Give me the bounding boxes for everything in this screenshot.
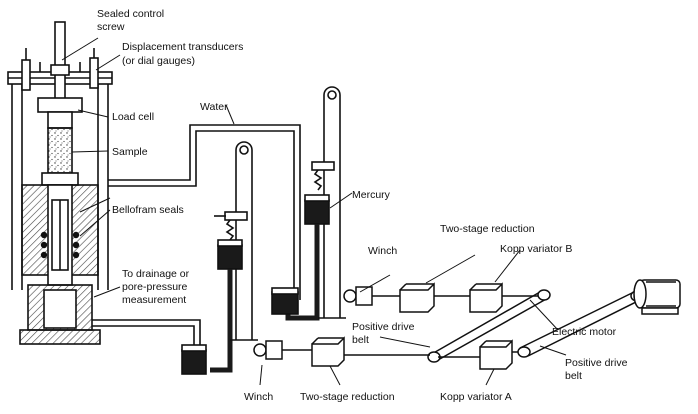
label-load-cell: Load cell: [112, 111, 154, 123]
label-displacement-transducers-line1: Displacement transducers: [122, 41, 243, 53]
label-two-stage-reduction-upper: Two-stage reduction: [440, 223, 535, 235]
label-displacement-transducers-line2: (or dial gauges): [122, 55, 195, 67]
label-electric-motor: Electric motor: [552, 326, 617, 338]
label-sealed-control-screw-line2: screw: [97, 21, 125, 33]
label-two-stage-reduction-lower: Two-stage reduction: [300, 391, 395, 403]
upper-drive-train: [343, 282, 551, 363]
lower-drive-train: [253, 279, 681, 370]
left-mercury-column: [181, 141, 258, 375]
leader-lines: [61, 37, 567, 386]
triaxial-cell: [7, 21, 113, 345]
label-bellofram-seals: Bellofram seals: [112, 204, 184, 216]
label-drainage-line2: pore-pressure: [122, 281, 188, 293]
labels: Sealed control screw Displacement transd…: [97, 8, 628, 403]
label-sealed-control-screw-line1: Sealed control: [97, 8, 164, 20]
label-kopp-variator-a: Kopp variator A: [440, 391, 512, 403]
right-mercury-column: [271, 86, 346, 321]
label-positive-drive-belt-left-line2: belt: [352, 334, 369, 346]
label-kopp-variator-b: Kopp variator B: [500, 243, 572, 255]
label-positive-drive-belt-right-line2: belt: [565, 370, 582, 382]
label-water: Water: [200, 101, 228, 113]
label-positive-drive-belt-right-line1: Positive drive: [565, 357, 628, 369]
label-drainage-line3: measurement: [122, 294, 186, 306]
label-winch-upper: Winch: [368, 245, 397, 257]
label-winch-lower: Winch: [244, 391, 273, 403]
water-line: [108, 124, 301, 300]
label-mercury: Mercury: [352, 189, 391, 201]
label-sample: Sample: [112, 146, 148, 158]
label-drainage-line1: To drainage or: [122, 268, 190, 280]
label-positive-drive-belt-left-line1: Positive drive: [352, 321, 415, 333]
